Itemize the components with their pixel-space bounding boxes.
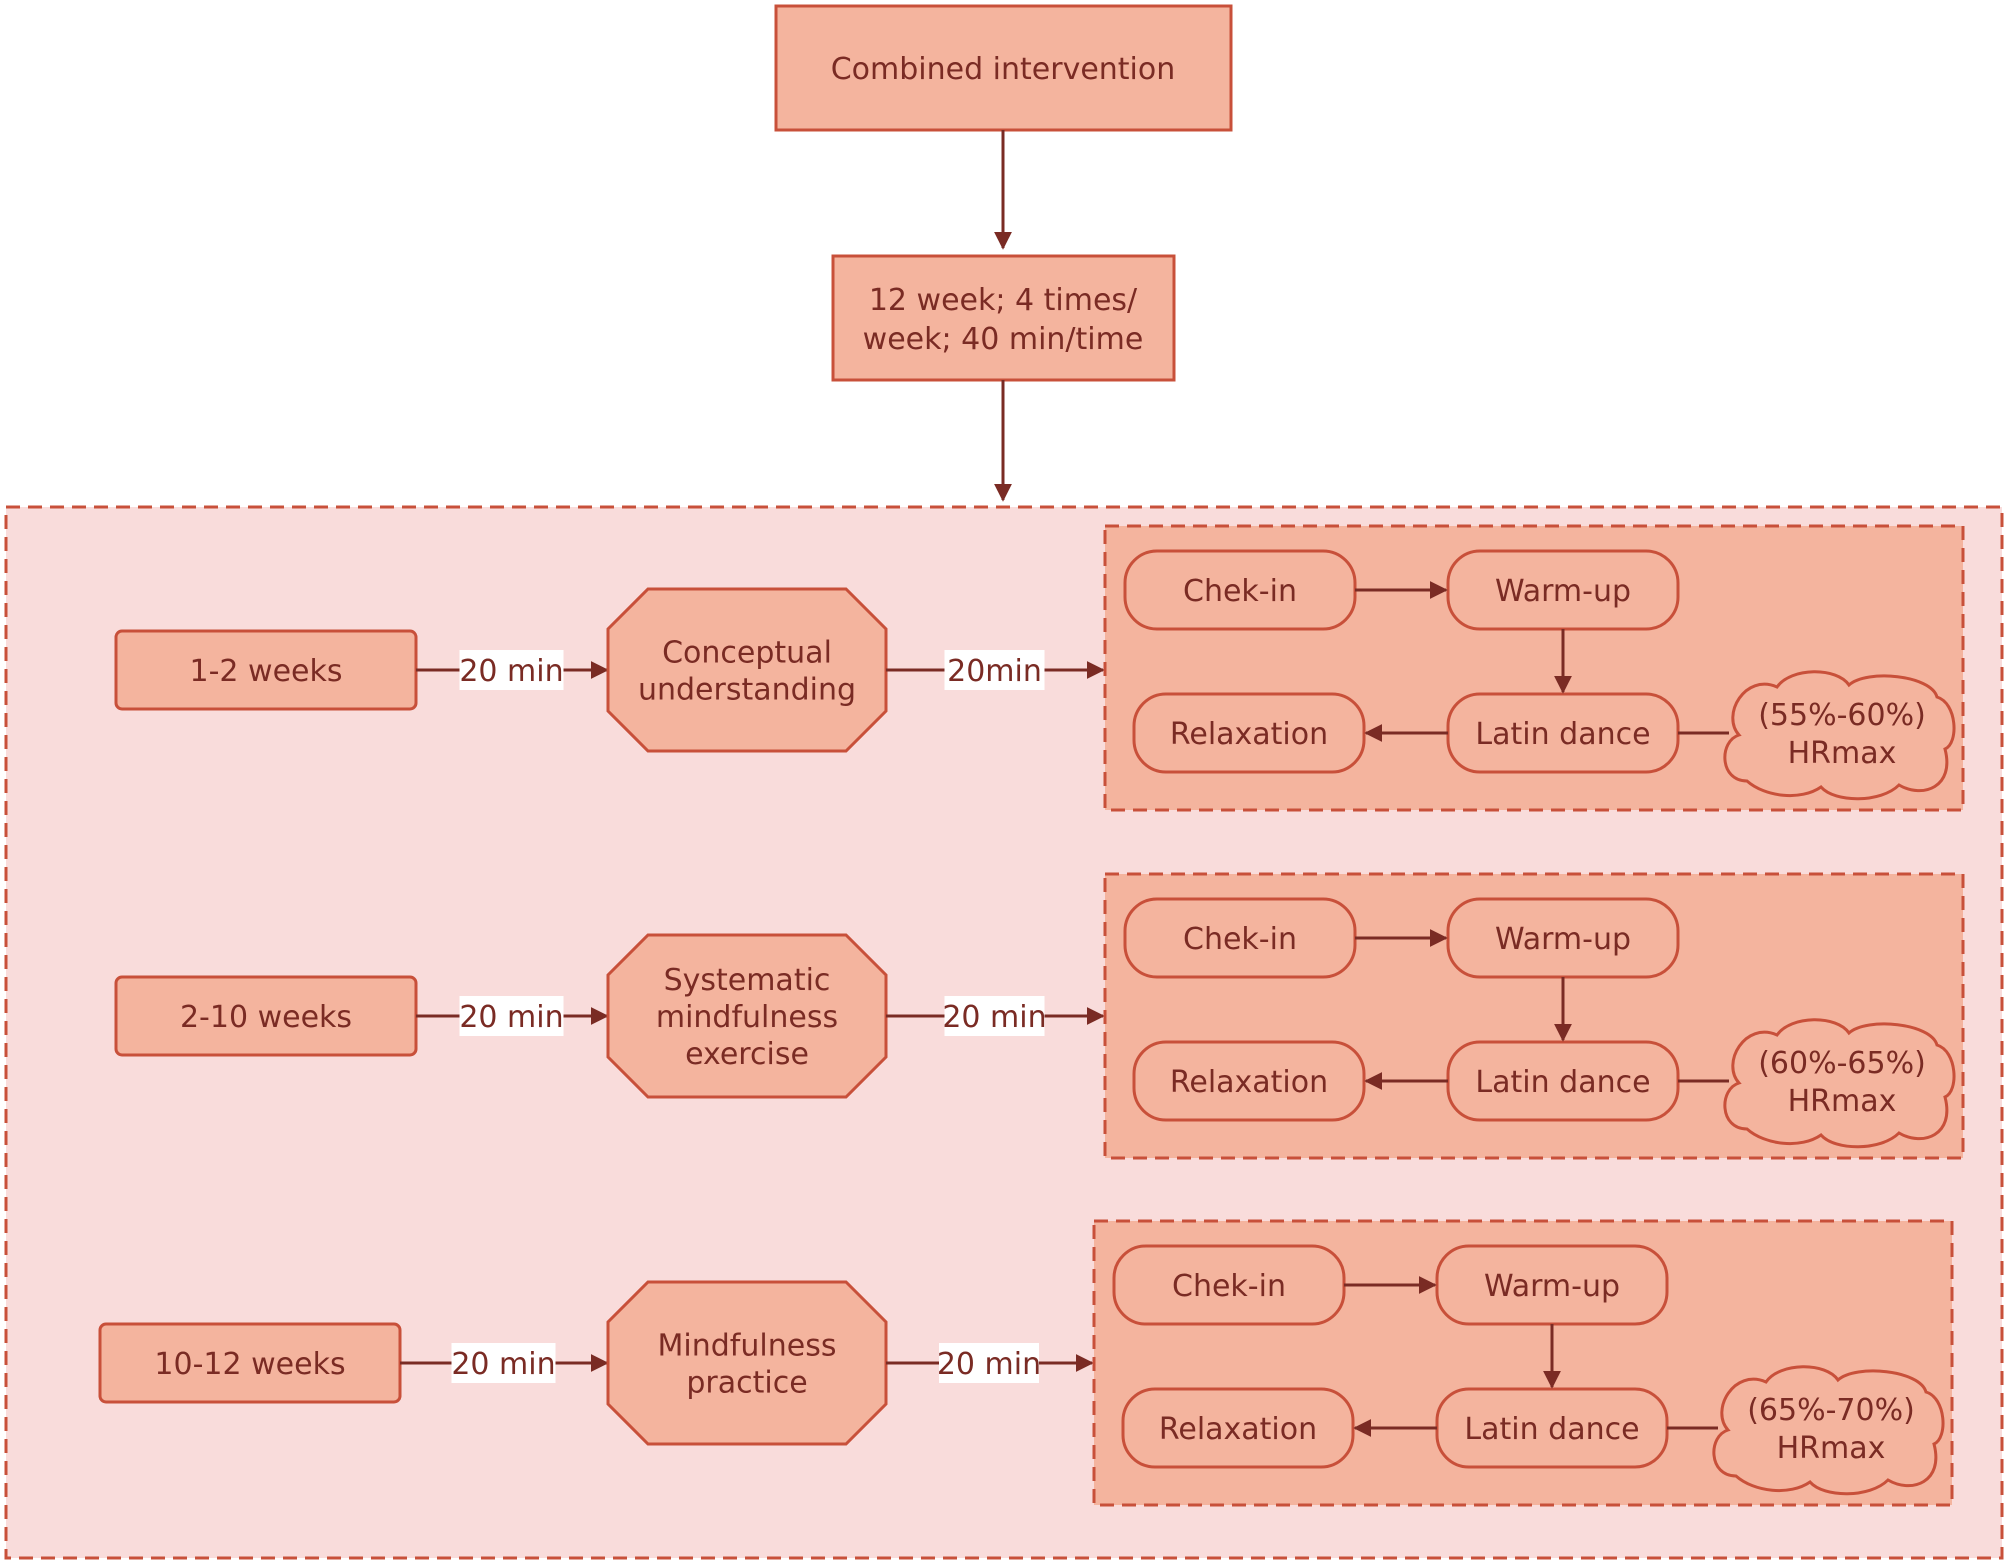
checkin-label: Chek-in: [1172, 1269, 1286, 1304]
duration-in-label: 20 min: [459, 654, 563, 689]
heart-rate-cloud: [1723, 670, 1956, 801]
warmup-label: Warm-up: [1484, 1269, 1620, 1304]
weeks-label: 10-12 weeks: [154, 1347, 345, 1382]
relaxation-label: Relaxation: [1170, 1065, 1328, 1100]
duration-out-label: 20 min: [937, 1347, 1041, 1382]
warmup-label: Warm-up: [1495, 922, 1631, 957]
duration-label-bg: [459, 650, 564, 690]
warmup-label: Warm-up: [1495, 574, 1631, 609]
duration-out-label: 20min: [947, 654, 1042, 689]
heart-rate-unit: HRmax: [1777, 1431, 1886, 1466]
practice-label-line: mindfulness: [656, 1000, 838, 1035]
duration-label-bg: [944, 650, 1045, 690]
practice-label-line: Mindfulness: [658, 1329, 837, 1364]
duration-label-bg: [459, 996, 564, 1036]
duration-in-label: 20 min: [451, 1347, 555, 1382]
combined-intervention-box: [774, 4, 1233, 132]
duration-label-bg: [451, 1343, 556, 1383]
practice-label-line: exercise: [685, 1037, 809, 1072]
relaxation-pill: [1132, 692, 1366, 774]
heart-rate-range: (60%-65%): [1758, 1046, 1926, 1081]
practice-octagon: [606, 1280, 888, 1446]
checkin-label: Chek-in: [1183, 574, 1297, 609]
checkin-label: Chek-in: [1183, 922, 1297, 957]
practice-label-line: Systematic: [664, 963, 831, 998]
relaxation-pill: [1121, 1387, 1355, 1469]
duration-out-label: 20 min: [942, 1000, 1046, 1035]
heart-rate-unit: HRmax: [1788, 736, 1897, 771]
schedule-line-2: week; 40 min/time: [863, 322, 1144, 357]
weeks-label: 1-2 weeks: [190, 654, 343, 689]
phase-row-2: 2-10 weeks 20 min Systematicmindfulnessexe…: [114, 872, 1965, 1160]
heart-rate-range: (55%-60%): [1758, 698, 1926, 733]
duration-in-label: 20 min: [459, 1000, 563, 1035]
schedule-line-1: 12 week; 4 times/: [869, 283, 1138, 318]
heart-rate-range: (65%-70%): [1747, 1393, 1915, 1428]
practice-octagon: [606, 933, 888, 1099]
practice-octagon: [606, 587, 888, 753]
relaxation-pill: [1132, 1040, 1366, 1122]
duration-label-bg: [939, 1343, 1039, 1383]
heart-rate-cloud: [1712, 1365, 1945, 1496]
combined-intervention-title: Combined intervention: [831, 52, 1176, 87]
latin-dance-label: Latin dance: [1475, 1065, 1650, 1100]
practice-label-line: understanding: [638, 673, 856, 708]
relaxation-label: Relaxation: [1170, 717, 1328, 752]
heart-rate-unit: HRmax: [1788, 1084, 1897, 1119]
latin-dance-label: Latin dance: [1475, 717, 1650, 752]
practice-label-line: practice: [686, 1366, 807, 1401]
duration-label-bg: [944, 996, 1045, 1036]
schedule-box: [831, 254, 1176, 382]
practice-label-line: Conceptual: [662, 636, 832, 671]
relaxation-label: Relaxation: [1159, 1412, 1317, 1447]
weeks-label: 2-10 weeks: [180, 1000, 352, 1035]
heart-rate-cloud: [1723, 1018, 1956, 1149]
latin-dance-label: Latin dance: [1464, 1412, 1639, 1447]
